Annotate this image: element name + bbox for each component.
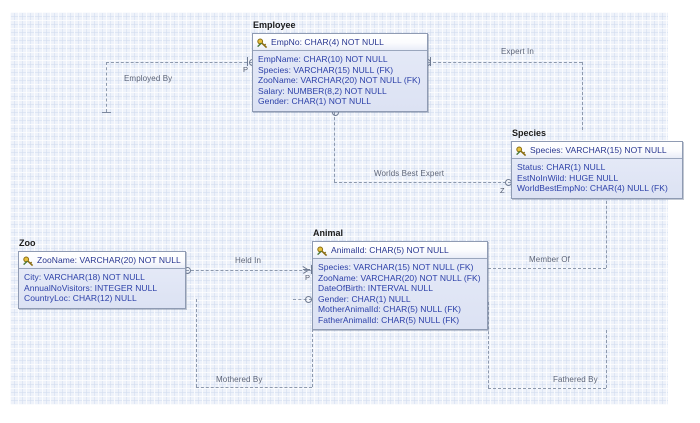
line-held-in-horizontal xyxy=(186,270,312,271)
pk-row-animal[interactable]: AnimalId: CHAR(5) NOT NULL xyxy=(313,242,487,259)
relationship-label-fathered-by: Fathered By xyxy=(553,375,598,384)
attribute-row: Species: VARCHAR(15) NOT NULL (FK) xyxy=(318,262,474,272)
attribute-row: FatherAnimalId: CHAR(5) NULL (FK) xyxy=(318,314,460,325)
attribute-row: Gender: CHAR(1) NULL xyxy=(318,293,411,304)
line-mothered-by-stub xyxy=(293,299,312,300)
entity-title-animal: Animal xyxy=(313,228,344,238)
pk-text-zoo: ZooName: VARCHAR(20) NOT NULL xyxy=(37,254,181,265)
entity-employee[interactable]: Employee EmpNo: CHAR(4) NOT NULL EmpName… xyxy=(252,20,428,112)
entity-title-zoo: Zoo xyxy=(19,238,36,248)
attribute-row: MotherAnimalId: CHAR(5) NULL (FK) xyxy=(318,304,462,314)
line-mothered-by-vertical-right xyxy=(312,299,313,387)
pk-row-employee[interactable]: EmpNo: CHAR(4) NOT NULL xyxy=(253,34,427,51)
entity-zoo[interactable]: Zoo ZooName: VARCHAR(20) NOT NULL City: … xyxy=(18,238,186,309)
tick-employed-by xyxy=(102,112,111,113)
line-expert-in-horizontal xyxy=(428,62,582,63)
attribute-row: Status: CHAR(1) NULL xyxy=(517,162,606,172)
relationship-label-held-in: Held In xyxy=(235,256,262,265)
pk-text-species: Species: VARCHAR(15) NOT NULL xyxy=(530,144,667,155)
line-member-of-vertical xyxy=(606,196,607,268)
line-mothered-by-horizontal xyxy=(196,387,312,388)
line-worlds-best-expert-vertical xyxy=(334,112,335,182)
primary-key-icon xyxy=(23,254,34,267)
relationship-label-expert-in: Expert In xyxy=(501,47,534,56)
pk-row-zoo[interactable]: ZooName: VARCHAR(20) NOT NULL xyxy=(19,252,185,269)
attribute-row: Species: VARCHAR(15) NULL (FK) xyxy=(258,64,394,75)
attribute-row: DateOfBirth: INTERVAL NULL xyxy=(318,283,433,293)
entity-box-employee[interactable]: EmpNo: CHAR(4) NOT NULL EmpName: CHAR(10… xyxy=(252,33,428,112)
cardinality-held-in: P xyxy=(305,273,311,282)
entity-animal[interactable]: Animal AnimalId: CHAR(5) NOT NULL Specie… xyxy=(312,228,488,330)
line-expert-in-vertical xyxy=(582,62,583,130)
relationship-label-employed-by: Employed By xyxy=(124,74,173,83)
attribute-row: Salary: NUMBER(8,2) NOT NULL xyxy=(258,85,387,96)
line-fathered-by-horizontal xyxy=(488,388,606,389)
attribute-list-employee: EmpName: CHAR(10) NOT NULL Species: VARC… xyxy=(253,51,427,111)
attribute-list-species: Status: CHAR(1) NULL EstNoInWild: HUGE N… xyxy=(512,159,682,198)
pk-text-animal: AnimalId: CHAR(5) NOT NULL xyxy=(331,244,449,255)
entity-box-animal[interactable]: AnimalId: CHAR(5) NOT NULL Species: VARC… xyxy=(312,241,488,330)
line-mothered-by-vertical-left xyxy=(196,299,197,387)
attribute-list-animal: Species: VARCHAR(15) NOT NULL (FK) ZooNa… xyxy=(313,259,487,329)
pk-text-employee: EmpNo: CHAR(4) NOT NULL xyxy=(271,36,384,47)
attribute-row: Gender: CHAR(1) NOT NULL xyxy=(258,96,371,106)
cardinality-worlds-best-expert: Z xyxy=(500,186,505,195)
attribute-row: AnnualNoVisitors: INTEGER NULL xyxy=(24,282,158,293)
attribute-row: City: VARCHAR(18) NOT NULL xyxy=(24,272,145,282)
line-fathered-by-vertical-left xyxy=(488,302,489,388)
entity-box-zoo[interactable]: ZooName: VARCHAR(20) NOT NULL City: VARC… xyxy=(18,251,186,309)
attribute-row: ZooName: VARCHAR(20) NOT NULL (FK) xyxy=(258,75,421,85)
line-employed-by-vertical xyxy=(106,62,107,112)
primary-key-icon xyxy=(317,244,328,257)
entity-title-species: Species xyxy=(512,128,547,138)
line-employed-by-horizontal xyxy=(106,62,252,63)
attribute-row: EstNoInWild: HUGE NULL xyxy=(517,172,619,183)
pk-row-species[interactable]: Species: VARCHAR(15) NOT NULL xyxy=(512,142,682,159)
line-member-of-horizontal xyxy=(488,268,606,269)
attribute-list-zoo: City: VARCHAR(18) NOT NULL AnnualNoVisit… xyxy=(19,269,185,308)
relationship-label-worlds-best-expert: Worlds Best Expert xyxy=(374,169,445,178)
attribute-row: ZooName: VARCHAR(20) NOT NULL (FK) xyxy=(318,272,481,283)
line-worlds-best-expert-horizontal xyxy=(334,182,511,183)
line-fathered-by-vertical-right xyxy=(606,330,607,388)
primary-key-icon xyxy=(257,36,268,49)
entity-title-employee: Employee xyxy=(253,20,296,30)
attribute-row: WorldBestEmpNo: CHAR(4) NULL (FK) xyxy=(517,183,668,193)
cardinality-employed-by: P xyxy=(243,65,249,74)
entity-species[interactable]: Species Species: VARCHAR(15) NOT NULL St… xyxy=(511,128,683,199)
attribute-row: CountryLoc: CHAR(12) NULL xyxy=(24,293,137,303)
relationship-label-member-of: Member Of xyxy=(529,255,570,264)
relationship-label-mothered-by: Mothered By xyxy=(216,375,263,384)
primary-key-icon xyxy=(516,144,527,157)
attribute-row: EmpName: CHAR(10) NOT NULL xyxy=(258,54,388,64)
entity-box-species[interactable]: Species: VARCHAR(15) NOT NULL Status: CH… xyxy=(511,141,683,199)
